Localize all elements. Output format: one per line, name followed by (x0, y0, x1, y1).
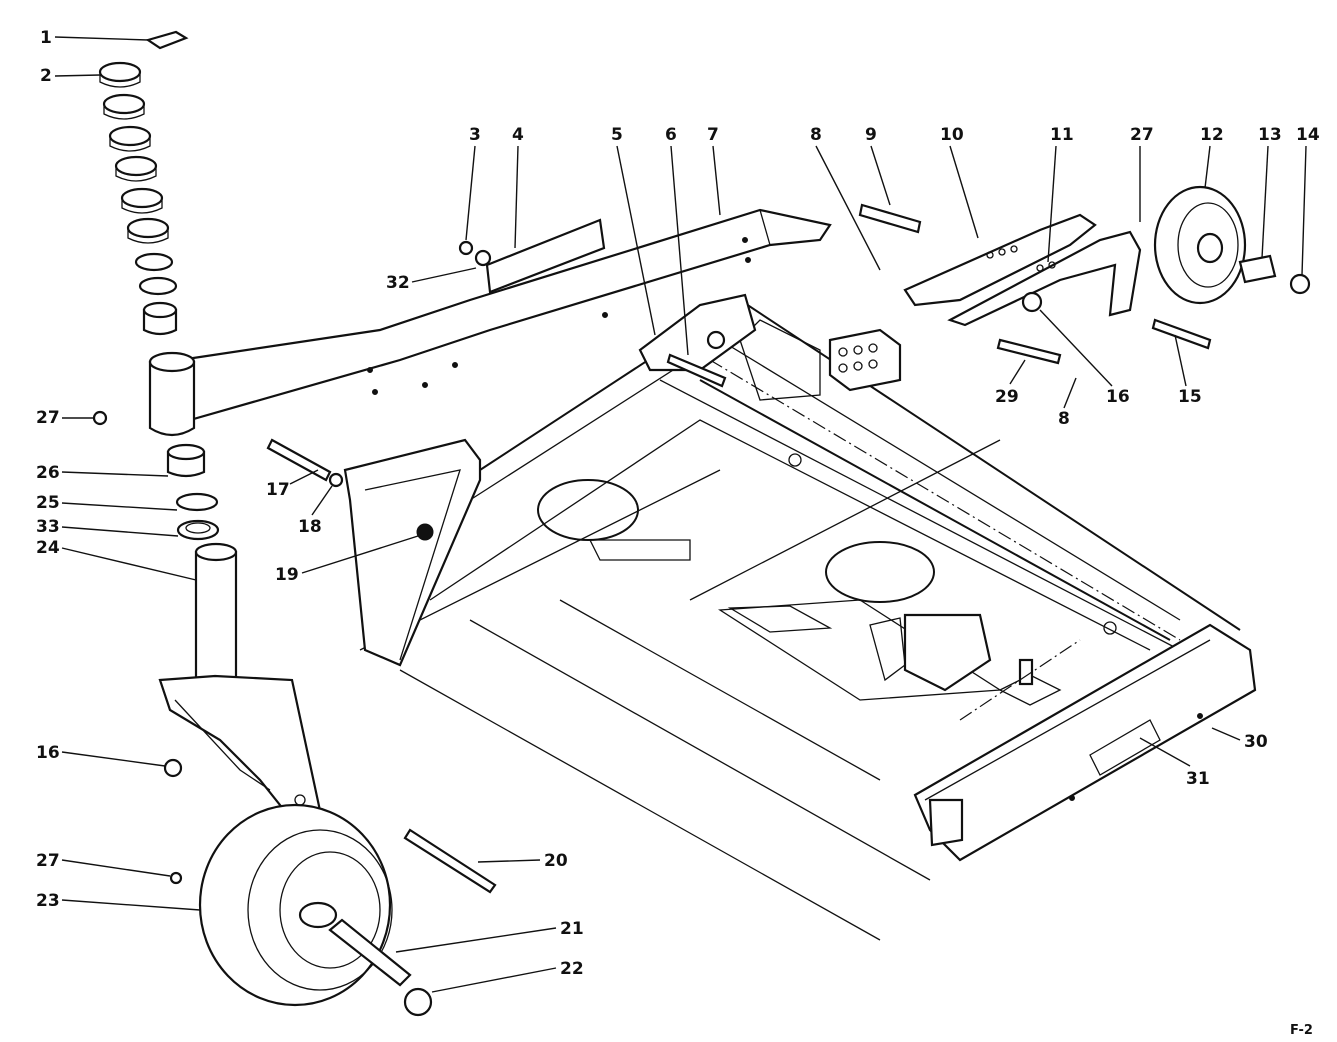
callout-8-bottom: 8 (1058, 377, 1077, 429)
callout-16-roller: 16 (1039, 309, 1130, 407)
callout-3: 3 (465, 125, 481, 241)
callout-label: 8 (810, 125, 822, 145)
callout-24: 24 (36, 538, 197, 581)
callout-label: 14 (1296, 125, 1320, 145)
callout-label: 20 (544, 851, 568, 871)
callout-label: 32 (386, 273, 410, 293)
callout-11: 11 (1047, 125, 1074, 263)
callout-8-top: 8 (810, 125, 881, 271)
callout-label: 23 (36, 891, 60, 911)
callout-label: 27 (1130, 125, 1154, 145)
callout-label: 19 (275, 565, 299, 585)
callout-label: 26 (36, 463, 60, 483)
callout-label: 6 (665, 125, 677, 145)
callout-14: 14 (1296, 125, 1320, 276)
caster-arm (148, 208, 832, 437)
callout-label: 4 (512, 125, 524, 145)
spindle-bushings (166, 443, 220, 541)
callout-label: 33 (36, 517, 60, 537)
callout-13: 13 (1258, 125, 1282, 259)
callout-27-roller: 27 (1130, 125, 1154, 222)
callout-label: 18 (298, 517, 322, 537)
callout-26: 26 (36, 463, 169, 483)
callout-label: 29 (995, 387, 1019, 407)
callout-label: 16 (36, 743, 60, 763)
callout-label: 8 (1058, 409, 1070, 429)
callout-label: 7 (707, 125, 719, 145)
callout-32: 32 (386, 267, 477, 293)
callout-label: 1 (40, 28, 52, 48)
mower-deck (359, 298, 1241, 941)
callout-29: 29 (995, 359, 1026, 407)
callout-30: 30 (1211, 727, 1268, 752)
callout-17: 17 (266, 469, 319, 500)
callout-33: 33 (36, 517, 179, 537)
hardware-small (92, 218, 757, 1017)
callout-label: 10 (940, 125, 964, 145)
callout-label: 9 (865, 125, 877, 145)
callout-20: 20 (477, 851, 568, 871)
callout-16-caster: 16 (36, 743, 166, 767)
callout-label: 24 (36, 538, 60, 558)
callout-10: 10 (940, 125, 979, 239)
callout-label: 27 (36, 408, 60, 428)
figure-code: F-2 (1290, 1023, 1313, 1037)
callout-5: 5 (611, 125, 656, 336)
callout-22: 22 (431, 959, 584, 993)
callout-21: 21 (395, 919, 584, 953)
callout-25: 25 (36, 493, 178, 513)
callout-label: 27 (36, 851, 60, 871)
callout-23: 23 (36, 891, 201, 911)
spacer-stack (98, 30, 189, 336)
callout-27-arm: 27 (36, 408, 94, 428)
callout-15: 15 (1174, 334, 1202, 407)
callout-6: 6 (665, 125, 689, 356)
callout-label: 31 (1186, 769, 1210, 789)
callout-4: 4 (512, 125, 524, 249)
deck-mount-bracket (739, 319, 902, 401)
rear-roller-assembly (858, 185, 1311, 365)
callout-label: 25 (36, 493, 60, 513)
callout-label: 16 (1106, 387, 1130, 407)
caster-fork (158, 542, 324, 832)
blade-opening-left (537, 479, 639, 541)
callout-9: 9 (865, 125, 891, 206)
callout-label: 5 (611, 125, 623, 145)
callout-27-wheel: 27 (36, 851, 171, 877)
callout-7: 7 (707, 125, 721, 216)
callout-2: 2 (40, 66, 101, 86)
callout-1: 1 (40, 28, 149, 48)
callout-label: 15 (1178, 387, 1202, 407)
callout-label: 13 (1258, 125, 1282, 145)
callout-31: 31 (1139, 737, 1210, 789)
blade-opening-right (825, 541, 935, 603)
callout-label: 3 (469, 125, 481, 145)
caster-wheel-front (198, 803, 412, 1007)
callout-label: 12 (1200, 125, 1224, 145)
callout-label: 2 (40, 66, 52, 86)
deck-front-bracket (266, 438, 482, 667)
front-bumper-tube (913, 623, 1257, 862)
callout-19: 19 (275, 535, 419, 585)
callout-12: 12 (1200, 125, 1224, 189)
callout-18: 18 (298, 485, 333, 537)
callout-label: 11 (1050, 125, 1074, 145)
callout-label: 22 (560, 959, 584, 979)
callout-label: 17 (266, 480, 290, 500)
callout-label: 21 (560, 919, 584, 939)
callout-label: 30 (1244, 732, 1268, 752)
